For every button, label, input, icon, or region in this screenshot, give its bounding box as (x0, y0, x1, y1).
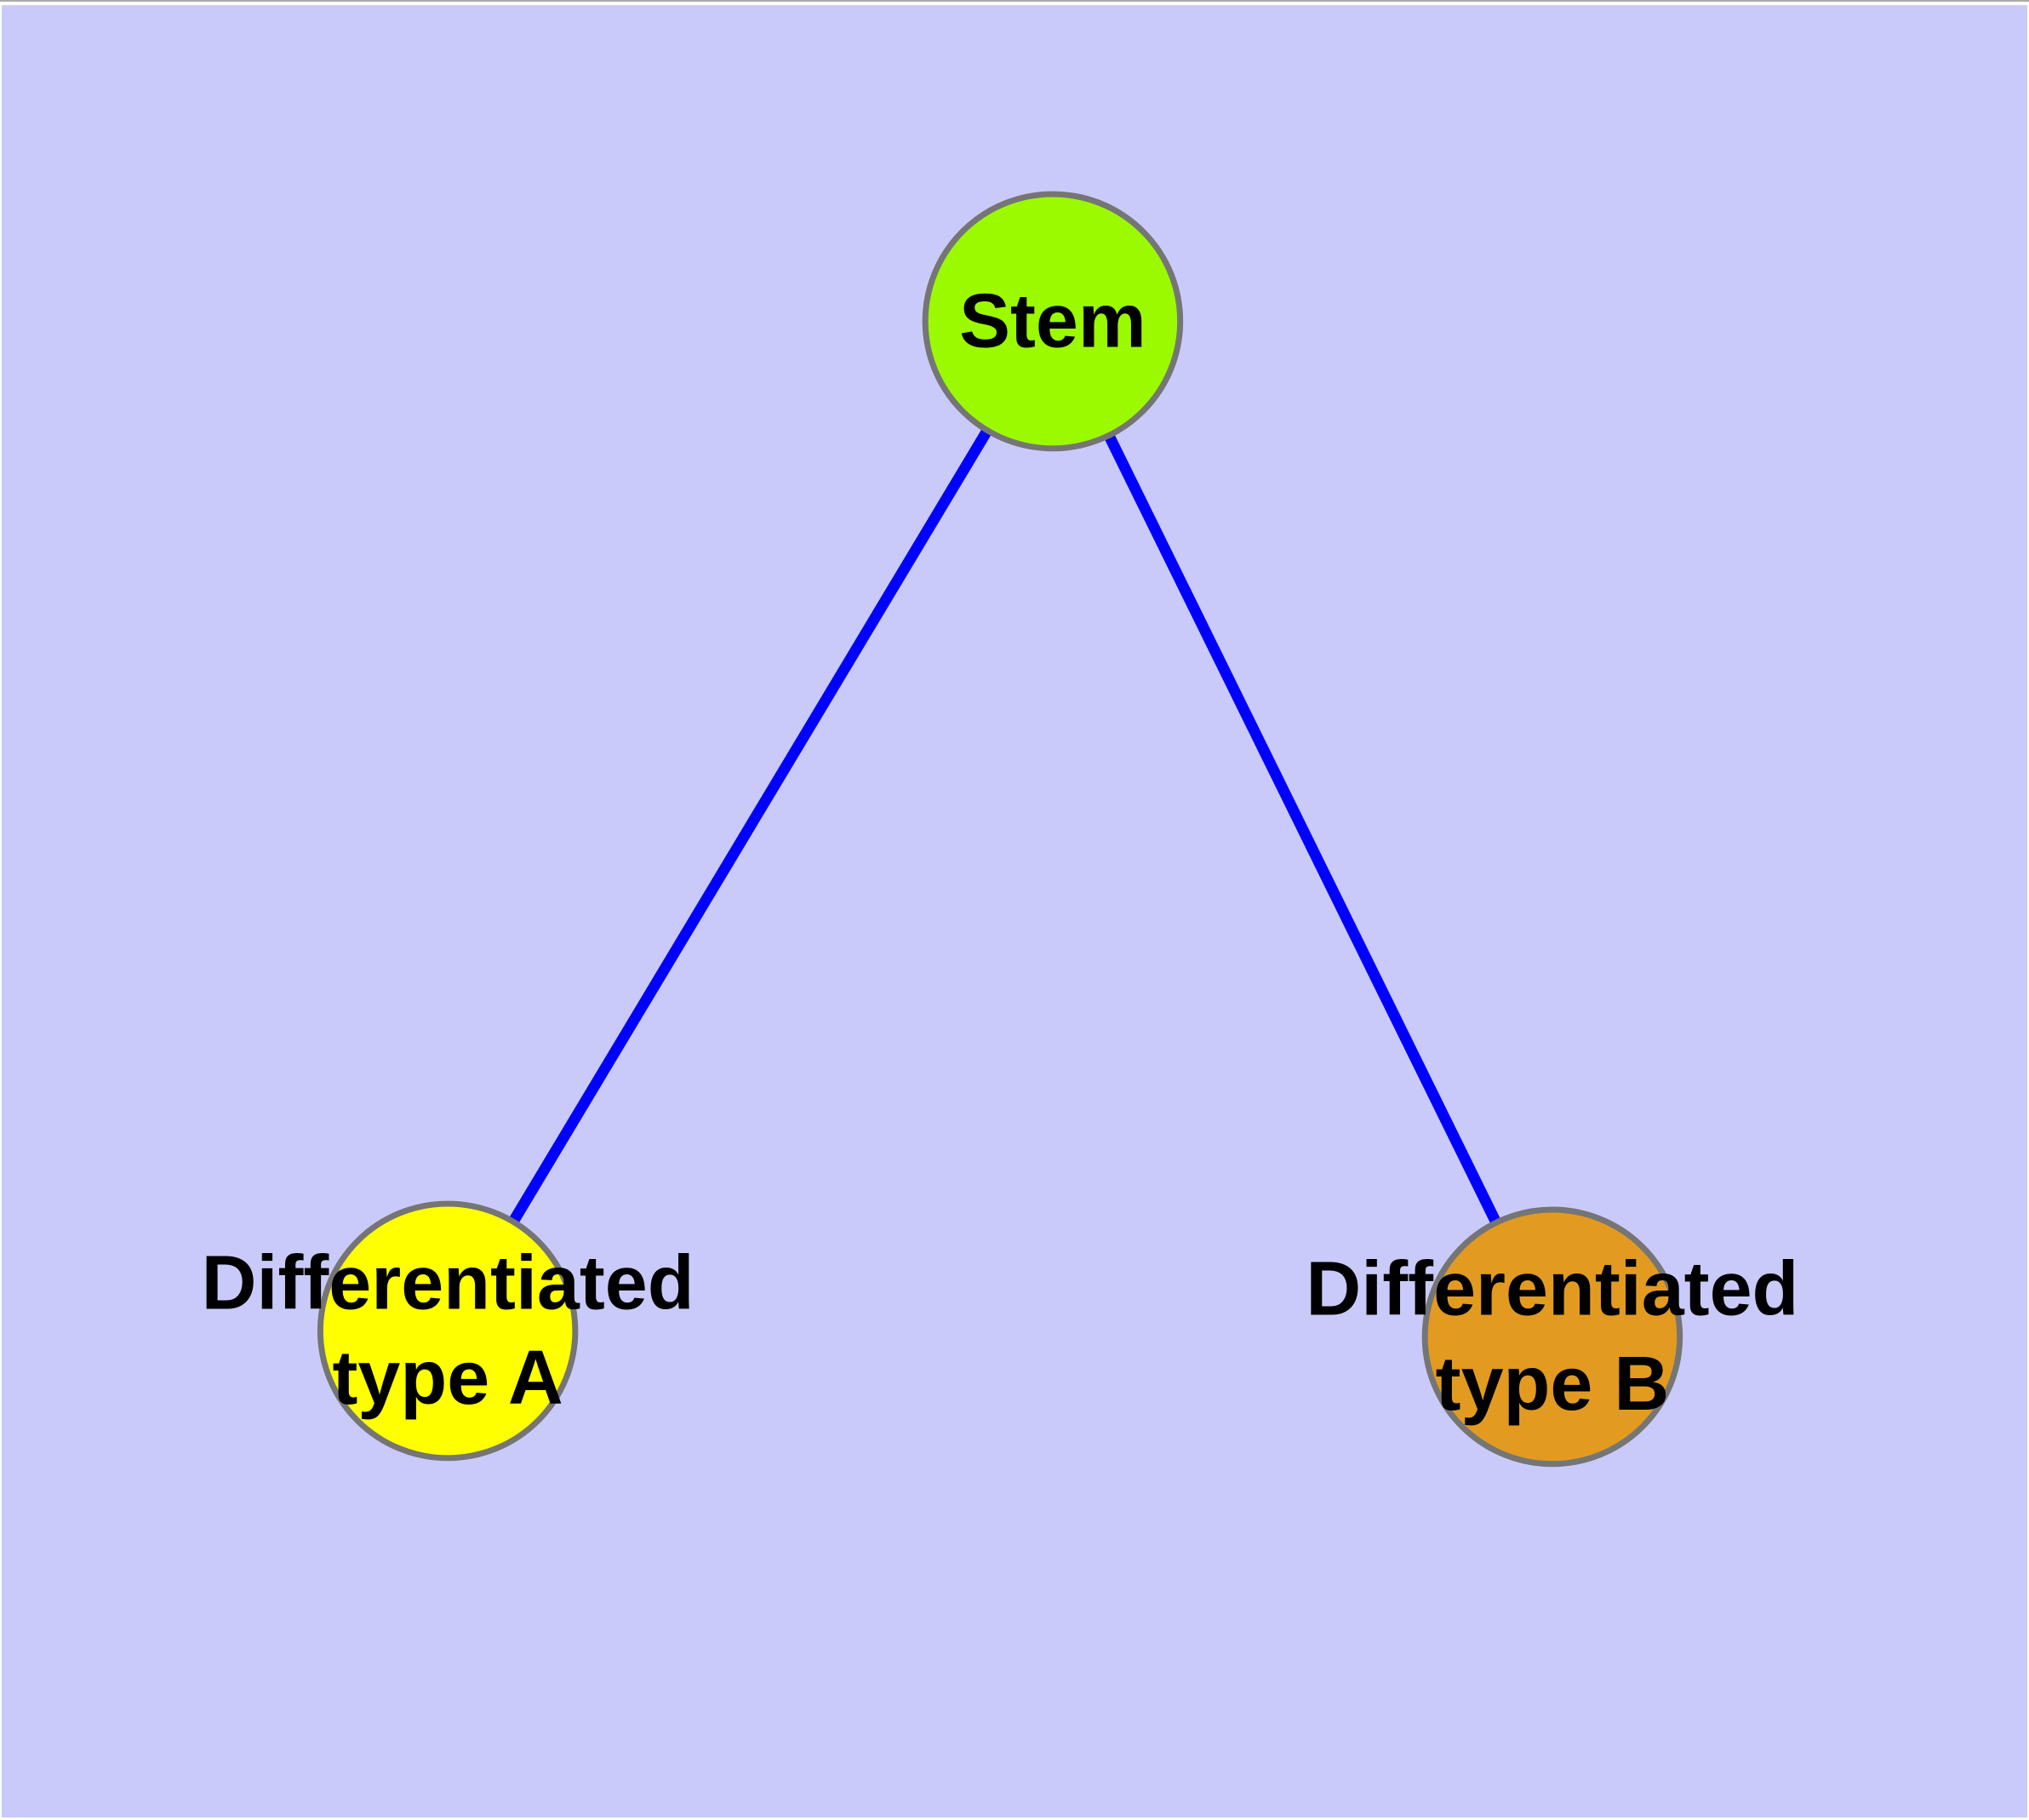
node-type-b-label: Differentiated type B (1306, 1247, 1798, 1427)
node-type-b-label-line-2: type B (1436, 1342, 1670, 1427)
edge-stem-to-type-a (443, 318, 1058, 1334)
node-type-b-circle (1421, 1206, 1683, 1468)
node-stem-label: Stem (959, 278, 1146, 363)
node-type-a-circle (317, 1200, 579, 1462)
node-type-a-label-line-2: type A (333, 1336, 563, 1421)
edge-stem-to-type-b (1048, 318, 1557, 1340)
node-stem-circle (922, 191, 1184, 452)
node-type-a-label-line-1: Differentiated (202, 1241, 694, 1326)
node-stem-label-line-1: Stem (959, 278, 1146, 363)
node-type-a-label: Differentiated type A (202, 1241, 694, 1421)
node-type-b-label-line-1: Differentiated (1306, 1247, 1798, 1332)
